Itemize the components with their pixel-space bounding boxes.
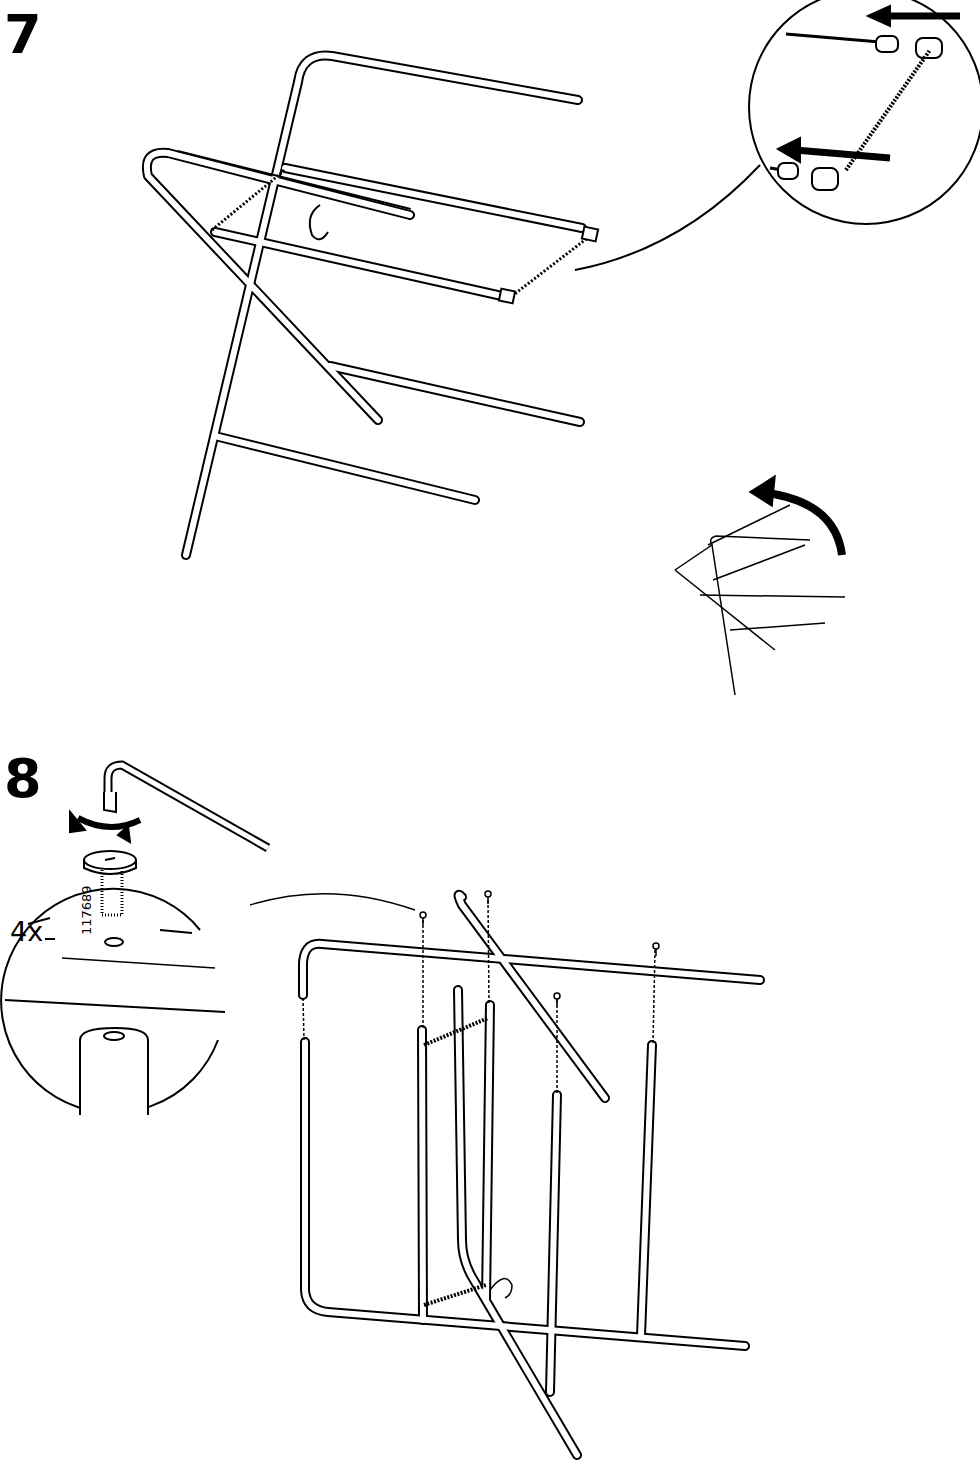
detail-inset (749, 0, 980, 224)
tube-outline (147, 56, 760, 1455)
quantity-label: 4x (10, 918, 43, 945)
detail-inset (1, 765, 268, 1115)
rotate-thumbnail (675, 476, 845, 695)
step-number: 7 (4, 8, 42, 62)
part-number: 117689 (80, 885, 93, 935)
tube-fill (147, 56, 760, 1455)
step-number: 8 (4, 752, 42, 806)
step8-details (250, 891, 659, 1305)
step7-details (178, 150, 760, 303)
